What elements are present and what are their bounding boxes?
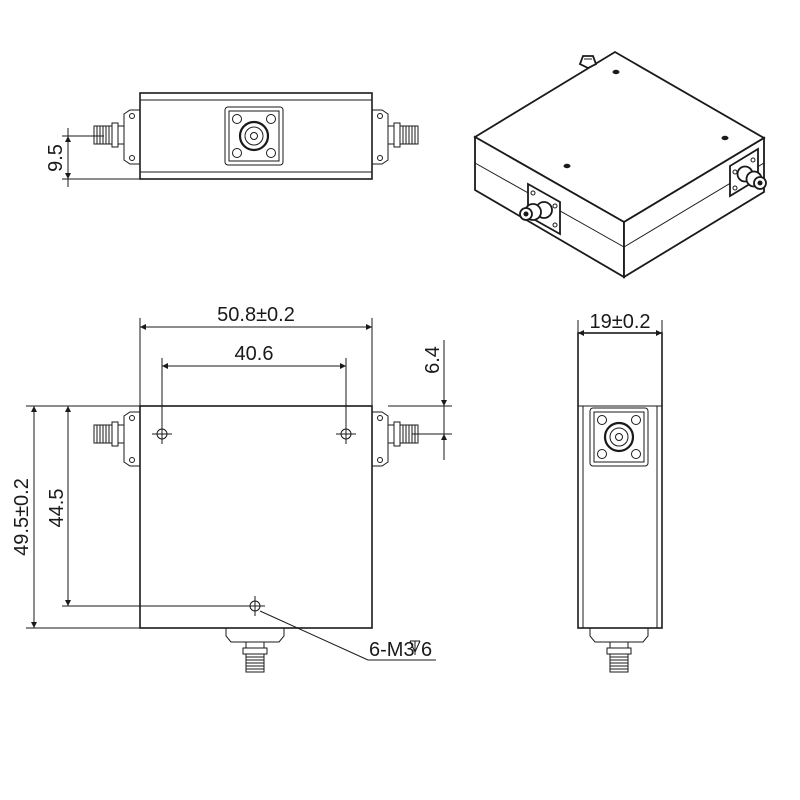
depth-label: 19±0.2 [589,311,650,333]
hole-height-label: 44.5 [46,489,68,528]
hole-depth-label: 6 [421,639,432,661]
mount-holes-label: 6-M3 [369,639,415,661]
callout-mount-holes: 6-M3 6 [259,610,436,661]
mount-hole-right [336,424,356,444]
front-left-connector [93,411,140,467]
side-view-flange [588,406,650,468]
dimension-hole-spacing: 40.6 [161,343,347,424]
mount-hole-bottom [245,596,265,616]
top-view-right-connector [372,109,419,165]
dimension-width: 50.8±0.2 [139,304,373,406]
front-view: 50.8±0.2 40.6 6.4 49.5±0.2 [11,304,452,673]
iso-top-connector [578,55,598,70]
mount-hole-left [152,424,172,444]
front-right-connector [372,411,419,467]
dimension-9-5: 9.5 [45,128,140,187]
dimension-depth: 19±0.2 [577,311,663,336]
iso-front-connector [519,182,561,236]
top-height-label: 9.5 [45,144,67,172]
isometric-view [473,50,767,279]
top-view-left-connector [93,109,140,165]
dimension-overall-height: 49.5±0.2 [11,405,140,629]
dimension-hole-height: 44.5 [46,406,245,607]
hole-offset-label: 6.4 [422,346,444,374]
iso-right-connector [729,147,767,198]
overall-height-label: 49.5±0.2 [11,478,33,556]
hole-spacing-label: 40.6 [235,343,274,365]
top-view: 9.5 [45,92,419,187]
side-bottom-connector [589,628,649,673]
width-label: 50.8±0.2 [217,304,295,326]
dimension-hole-offset: 6.4 [388,340,452,460]
side-view: 19±0.2 [577,311,663,673]
front-bottom-connector [225,628,285,673]
depth-symbol [409,640,421,655]
top-view-flange [223,105,285,167]
